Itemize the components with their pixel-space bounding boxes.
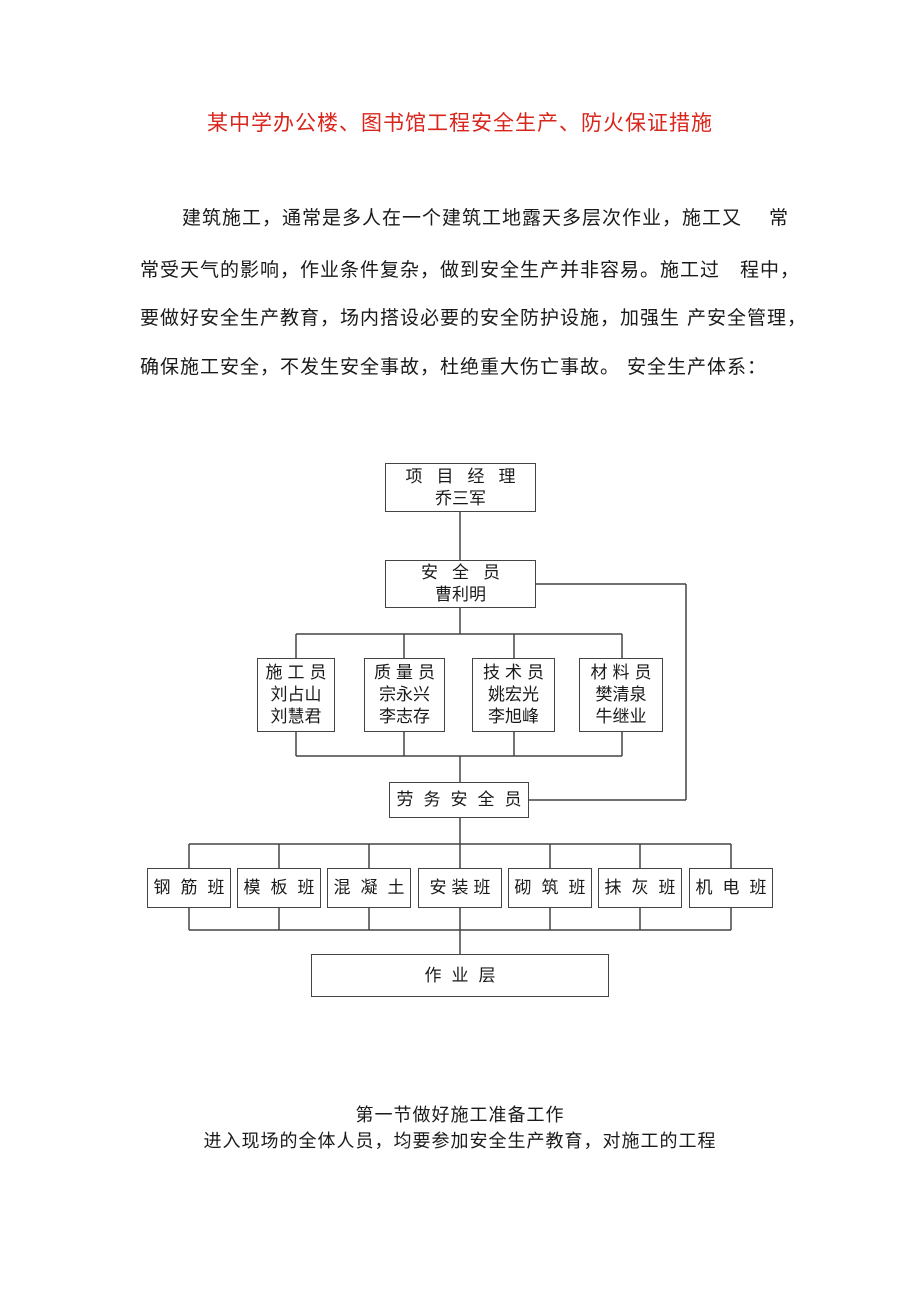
- labor-safety-box: 劳务安全员: [389, 782, 529, 818]
- staff-box-quality: 质量员 宗永兴 李志存: [364, 658, 445, 732]
- page-title: 某中学办公楼、图书馆工程安全生产、防火保证措施: [207, 111, 713, 135]
- staff-name: 李旭峰: [488, 707, 539, 727]
- staff-name: 姚宏光: [488, 685, 539, 705]
- staff-name: 樊清泉: [595, 685, 647, 705]
- intro-line-4: 确保施工安全，不发生安全事故，杜绝重大伤亡事故。 安全生产体系：: [140, 356, 768, 378]
- staff-title: 材料员: [590, 663, 657, 683]
- team-label: 钢筋班: [153, 878, 235, 898]
- labor-safety-label: 劳务安全员: [396, 790, 532, 810]
- team-box: 砌筑班: [508, 868, 592, 908]
- staff-title: 技术员: [483, 663, 549, 683]
- staff-box-construction: 施工员 刘占山 刘慧君: [257, 658, 335, 732]
- project-manager-title: 项目经理: [405, 466, 530, 487]
- staff-name: 宗永兴: [379, 685, 430, 705]
- intro-line-1: 建筑施工，通常是多人在一个建筑工地露天多层次作业，施工又 常: [182, 207, 790, 229]
- staff-title: 质量员: [374, 663, 440, 683]
- team-box: 模板班: [237, 868, 321, 908]
- project-manager-box: 项目经理 乔三军: [385, 463, 536, 512]
- safety-officer-title: 安全员: [421, 563, 514, 583]
- staff-name: 刘慧君: [270, 707, 322, 727]
- team-label: 抹灰班: [604, 878, 686, 898]
- staff-title: 施工员: [265, 663, 332, 683]
- staff-name: 刘占山: [270, 685, 322, 705]
- team-label: 混凝土: [333, 878, 415, 898]
- team-label: 模板班: [243, 878, 325, 898]
- team-label: 机电班: [695, 878, 777, 898]
- team-label: 安装班: [429, 878, 496, 898]
- safety-officer-name: 曹利明: [435, 585, 486, 605]
- safety-officer-box: 安全员 曹利明: [385, 560, 536, 608]
- team-box: 钢筋班: [147, 868, 231, 908]
- team-box: 机电班: [689, 868, 773, 908]
- team-box: 抹灰班: [598, 868, 682, 908]
- staff-name: 牛继业: [595, 707, 647, 727]
- work-layer-box: 作业层: [311, 954, 609, 997]
- project-manager-name: 乔三军: [435, 488, 486, 509]
- staff-name: 李志存: [379, 707, 430, 727]
- section-heading: 第一节做好施工准备工作: [355, 1105, 565, 1126]
- intro-line-3: 要做好安全生产教育，场内搭设必要的安全防护设施，加强生 产安全管理，: [140, 307, 808, 329]
- staff-box-materials: 材料员 樊清泉 牛继业: [579, 658, 663, 732]
- team-box: 安装班: [418, 868, 502, 908]
- team-box: 混凝土: [327, 868, 411, 908]
- work-layer-label: 作业层: [424, 965, 506, 986]
- intro-line-2: 常受天气的影响，作业条件复杂，做到安全生产并非容易。施工过 程中，: [140, 259, 801, 281]
- section-text: 进入现场的全体人员，均要参加安全生产教育，对施工的工程: [203, 1131, 717, 1152]
- staff-box-technical: 技术员 姚宏光 李旭峰: [472, 658, 555, 732]
- team-label: 砌筑班: [514, 878, 596, 898]
